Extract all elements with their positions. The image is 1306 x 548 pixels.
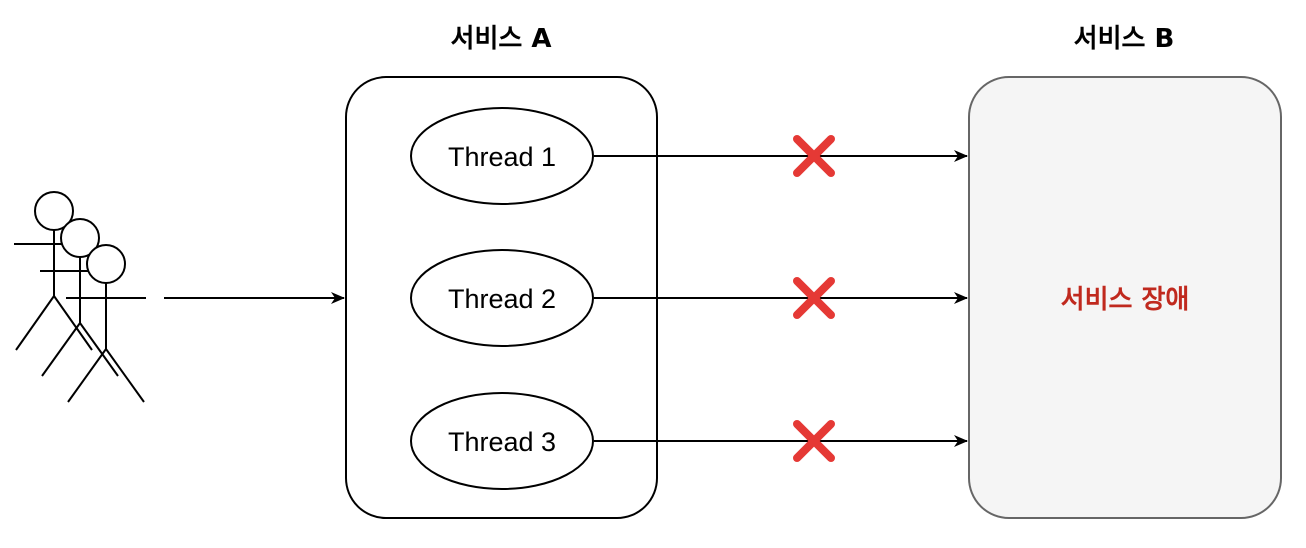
user-figure-icon [66,244,146,403]
service-b-box [968,76,1282,519]
cross-icon [793,277,835,319]
user-figure-icon [14,191,94,351]
service-fault-label: 서비스 장애 [1061,285,1190,315]
cross-icon [793,420,835,462]
thread-label: Thread 1 [448,142,556,172]
thread-node: Thread 1 [410,107,594,205]
thread-node: Thread 3 [410,392,594,490]
thread-label: Thread 3 [448,427,556,457]
thread-node: Thread 2 [410,249,594,347]
cross-icon [793,135,835,177]
user-figure-icon [40,218,120,377]
service-a-title: 서비스 A [451,24,552,54]
thread-label: Thread 2 [448,284,556,314]
users-group [14,191,146,403]
service-b-title: 서비스 B [1074,24,1175,54]
